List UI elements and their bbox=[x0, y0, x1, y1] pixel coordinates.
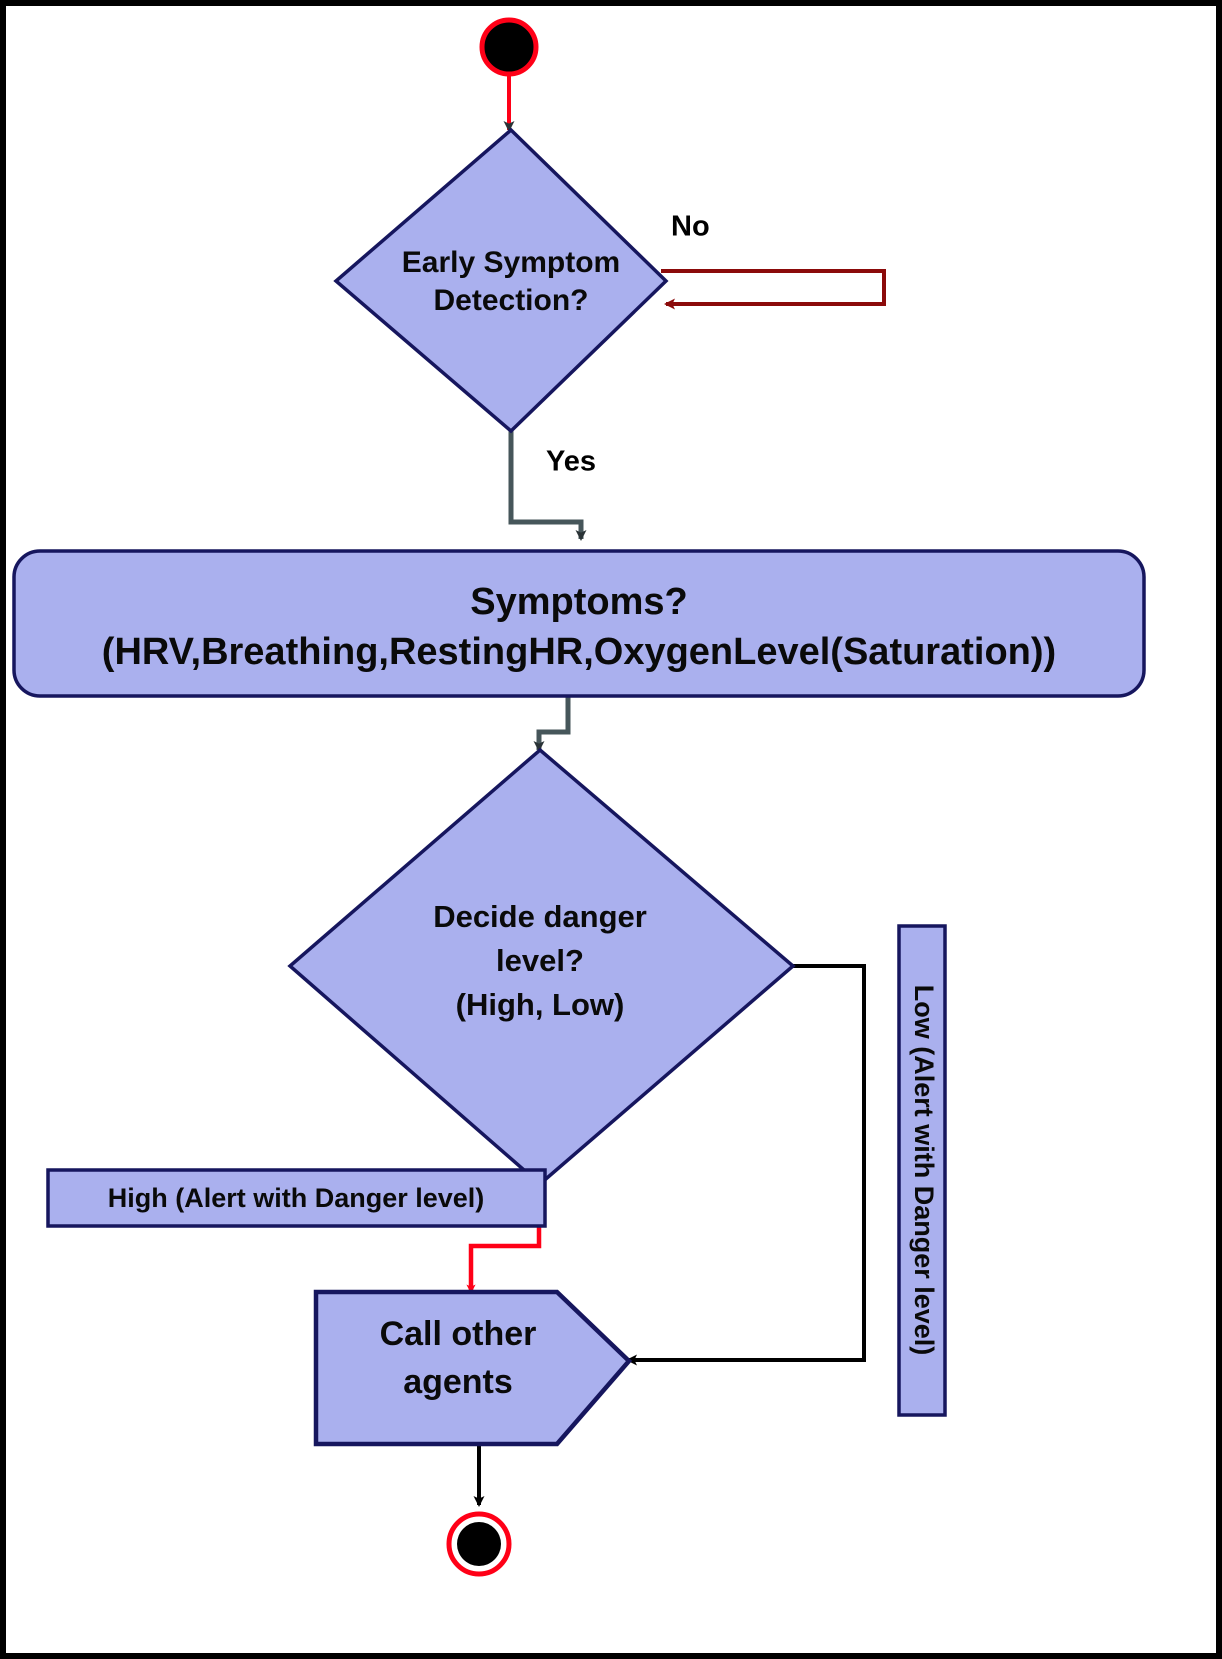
label-high-alert-text: High (Alert with Danger level) bbox=[108, 1183, 485, 1213]
label-low-alert[interactable]: Low (Alert with Danger level) bbox=[897, 924, 947, 1417]
decision-early-symptom-detection-line2: Detection? bbox=[433, 284, 588, 317]
decision-decide-danger-level-line1: Decide danger bbox=[433, 899, 647, 934]
edge-high-to-call-agents bbox=[466, 1226, 542, 1294]
edge-decision-no-loop bbox=[661, 269, 886, 310]
label-low-alert-text: Low (Alert with Danger level) bbox=[909, 985, 939, 1356]
end-node[interactable] bbox=[446, 1511, 512, 1577]
action-call-other-agents-line1: Call other bbox=[380, 1315, 537, 1353]
decision-decide-danger-level-line2: level? bbox=[496, 943, 584, 978]
decision-decide-danger-level-line3: (High, Low) bbox=[456, 987, 625, 1022]
action-symptoms[interactable]: Symptoms? (HRV,Breathing,RestingHR,Oxyge… bbox=[12, 549, 1146, 698]
decision-decide-danger-level[interactable]: Decide danger level? (High, Low) bbox=[287, 747, 796, 1187]
edge-symptoms-to-danger bbox=[533, 696, 571, 752]
action-symptoms-line1: Symptoms? bbox=[470, 581, 687, 623]
edge-danger-to-low bbox=[626, 964, 866, 1366]
edge-decision-yes bbox=[508, 431, 587, 541]
decision-early-symptom-detection[interactable]: Early Symptom Detection? bbox=[333, 127, 669, 434]
label-high-alert[interactable]: High (Alert with Danger level) bbox=[46, 1168, 547, 1228]
start-node[interactable] bbox=[479, 17, 539, 77]
edge-label-no: No bbox=[671, 211, 710, 243]
edge-label-yes: Yes bbox=[546, 446, 596, 478]
action-call-other-agents-line2: agents bbox=[403, 1363, 513, 1401]
activity-diagram-canvas: Early Symptom Detection? No Yes Symptoms… bbox=[12, 17, 1146, 1577]
action-symptoms-line2: (HRV,Breathing,RestingHR,OxygenLevel(Sat… bbox=[102, 631, 1056, 673]
decision-early-symptom-detection-line1: Early Symptom bbox=[402, 246, 620, 279]
action-call-other-agents[interactable]: Call other agents bbox=[313, 1289, 633, 1447]
